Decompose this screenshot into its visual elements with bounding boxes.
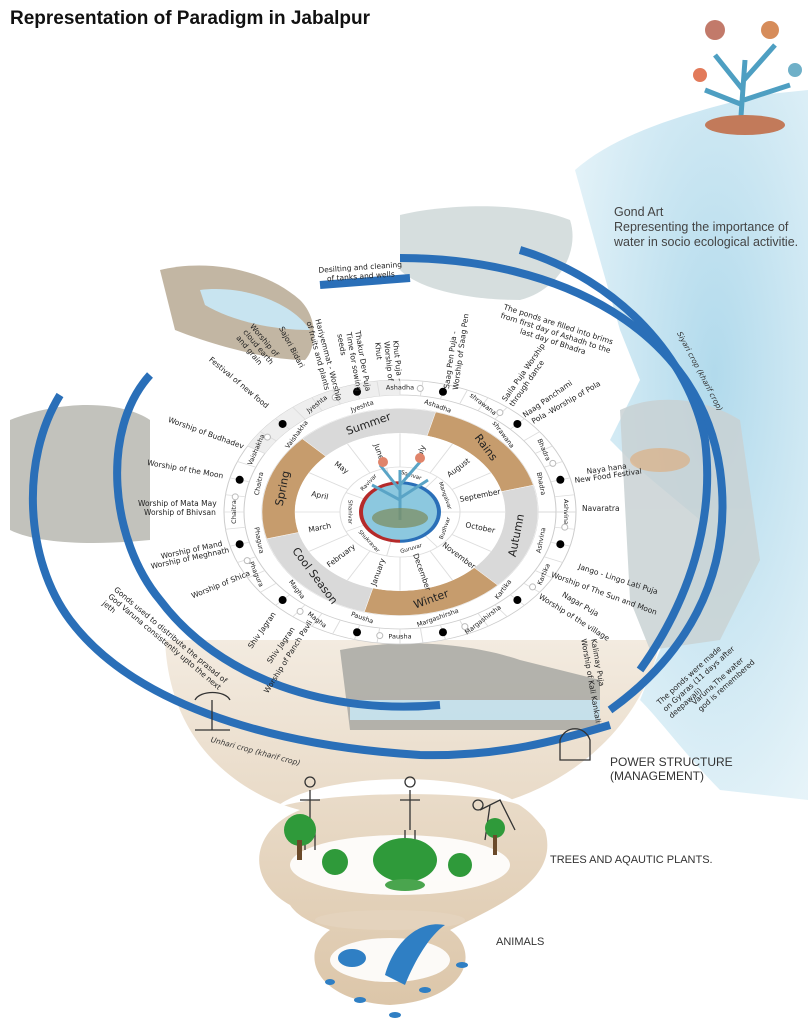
weekday-divider — [345, 524, 365, 532]
weekday-divider — [386, 541, 392, 556]
festival-marker-dot — [353, 628, 362, 637]
gond-art-heading: Gond Art — [614, 205, 664, 219]
tick — [311, 397, 323, 411]
people-sketches — [194, 691, 591, 850]
month-divider — [451, 534, 492, 552]
tick — [311, 613, 323, 627]
tick — [376, 381, 381, 397]
hindu-month-label: Ashadha — [386, 384, 414, 392]
ecosystem-funnel — [165, 640, 660, 1005]
empty-marker — [231, 493, 239, 501]
festival-label: Navaratra — [582, 504, 620, 513]
highlight-band — [247, 380, 400, 454]
empty-marker — [376, 632, 384, 640]
empty-marker — [561, 523, 569, 531]
tick — [523, 431, 540, 442]
month-label: April — [311, 489, 330, 501]
festival-marker-dot — [438, 387, 447, 396]
tick — [332, 619, 341, 635]
tick — [477, 397, 489, 411]
month-divider — [347, 443, 371, 474]
empty-marker — [331, 393, 339, 401]
layer-trees: TREES AND AQAUTIC PLANTS. — [550, 854, 713, 866]
empty-marker — [416, 384, 424, 392]
tick — [292, 407, 306, 420]
festival-label: Worship of Mata May — [138, 499, 217, 508]
empty-marker — [263, 433, 271, 441]
layer-animals: ANIMALS — [496, 936, 545, 948]
month-ring — [295, 433, 505, 591]
tick — [237, 461, 257, 468]
festival-marker-dot — [278, 596, 287, 605]
festival-marker-dot — [278, 419, 287, 428]
empty-marker — [243, 557, 251, 565]
festival-label: Khut Puja -Worship of Khut — [373, 340, 405, 382]
festival-label: Worship of Bhivsan — [144, 508, 216, 517]
month-divider — [308, 534, 349, 552]
festival-marker-dot — [438, 628, 447, 637]
empty-marker — [496, 409, 504, 417]
hindu-month-label: Ashvina — [562, 499, 570, 525]
month-divider — [429, 550, 453, 581]
tick — [260, 582, 277, 593]
gond-tree-art — [693, 20, 802, 135]
fish-and-turtle — [325, 924, 468, 1018]
tick — [247, 570, 266, 579]
sacred-tree-icon — [371, 453, 429, 528]
tick — [477, 613, 489, 627]
trees — [284, 814, 505, 891]
festival-marker-dot — [235, 475, 244, 484]
empty-marker — [461, 623, 469, 631]
empty-marker — [296, 607, 304, 615]
water-cycle-arcs — [28, 246, 727, 760]
gond-art-caption: Gond Art Representing the importance of … — [614, 205, 808, 250]
tick — [247, 445, 266, 454]
layer-power-structure: POWER STRUCTURE (MANAGEMENT) — [610, 755, 733, 783]
month-divider — [429, 443, 453, 474]
festival-marker-dot — [353, 387, 362, 396]
festival-marker-dot — [513, 596, 522, 605]
tick — [459, 389, 468, 405]
weekday-divider — [345, 492, 365, 500]
empty-marker — [529, 583, 537, 591]
tick — [419, 627, 424, 643]
festival-marker-dot — [513, 419, 522, 428]
weekday-divider — [424, 476, 438, 489]
festival-marker-dot — [556, 540, 565, 549]
tick — [494, 604, 508, 617]
tick — [534, 445, 553, 454]
tick — [225, 526, 246, 530]
month-label: March — [308, 521, 332, 534]
weekday-divider — [424, 535, 438, 548]
month-divider — [347, 550, 371, 581]
hindu-month-label: Chaitra — [230, 500, 238, 524]
festival-marker-dot — [556, 475, 565, 484]
empty-marker — [549, 459, 557, 467]
weekday-label: Shanivar — [346, 500, 352, 525]
tick — [534, 570, 553, 579]
hindu-month-label: Pausha — [388, 633, 411, 641]
month-divider — [308, 472, 349, 490]
festival-marker-dot — [235, 540, 244, 549]
month-divider — [451, 472, 492, 490]
gond-art-text: Representing the importance of water in … — [614, 220, 799, 249]
page-title: Representation of Paradigm in Jabalpur — [10, 8, 371, 29]
tick — [554, 494, 575, 498]
tick — [543, 556, 563, 563]
